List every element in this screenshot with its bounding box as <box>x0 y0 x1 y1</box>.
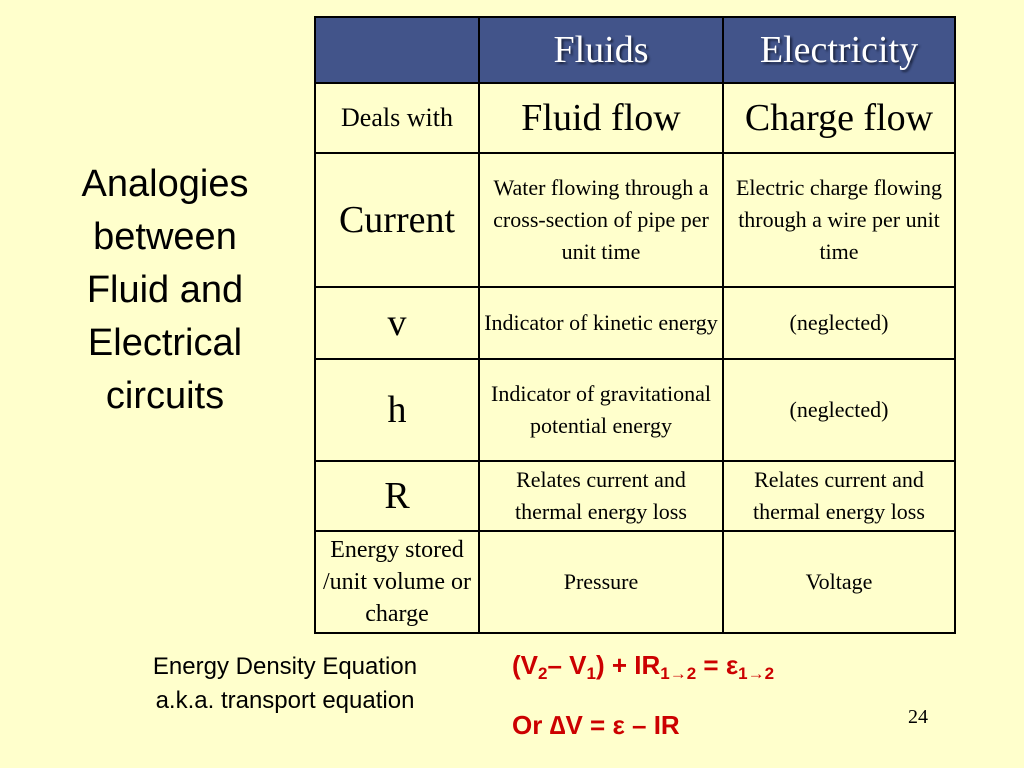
electricity-cell: (neglected) <box>722 358 956 462</box>
title-line: between <box>93 216 237 258</box>
fluids-cell: Relates current and thermal energy loss <box>478 460 724 532</box>
electricity-cell: Relates current and thermal energy loss <box>722 460 956 532</box>
table-row: Deals with Fluid flow Charge flow <box>314 82 956 154</box>
row-label: Deals with <box>314 82 480 154</box>
electricity-cell: Electric charge flowing through a wire p… <box>722 152 956 288</box>
eq1-sub: 1→2 <box>738 664 775 683</box>
page-number: 24 <box>908 706 928 728</box>
table-row: Current Water flowing through a cross-se… <box>314 152 956 288</box>
table-row: Energy stored /unit volume or charge Pre… <box>314 530 956 634</box>
eq1-sub: 1→2 <box>660 664 697 683</box>
title-line: Electrical <box>87 322 243 364</box>
title-line: circuits <box>105 375 225 417</box>
table-header-row: Fluids Electricity <box>314 16 956 84</box>
header-blank <box>314 16 480 84</box>
slide-title: Analogies between Fluid and Electrical c… <box>40 158 290 423</box>
caption-line-1: Energy Density Equation <box>152 653 418 680</box>
eq1-part: ) + IR <box>595 650 661 680</box>
electricity-cell: Voltage <box>722 530 956 634</box>
caption-line-2: a.k.a. transport equation <box>155 687 415 714</box>
fluids-cell: Pressure <box>478 530 724 634</box>
energy-density-caption: Energy Density Equation a.k.a. transport… <box>112 650 458 718</box>
row-label: h <box>314 358 480 462</box>
fluids-cell: Indicator of gravitational potential ene… <box>478 358 724 462</box>
equation-2: Or ∆V = ε – IR <box>512 710 680 740</box>
eq1-sub: 1 <box>586 664 596 683</box>
eq1-sub: 2 <box>538 664 548 683</box>
equation-1: (V2– V1) + IR1→2 = ε1→2 <box>512 650 774 684</box>
row-label: Current <box>314 152 480 288</box>
title-line: Fluid and <box>86 269 244 311</box>
table-row: v Indicator of kinetic energy (neglected… <box>314 286 956 360</box>
eq1-part: – V <box>547 650 587 680</box>
eq1-part: (V <box>512 650 538 680</box>
electricity-cell: Charge flow <box>722 82 956 154</box>
analogy-table: Fluids Electricity Deals with Fluid flow… <box>314 16 956 634</box>
row-label: Energy stored /unit volume or charge <box>314 530 480 634</box>
title-line: Analogies <box>81 163 249 205</box>
header-electricity: Electricity <box>722 16 956 84</box>
fluids-cell: Water flowing through a cross-section of… <box>478 152 724 288</box>
eq1-part: = ε <box>696 650 739 680</box>
electricity-cell: (neglected) <box>722 286 956 360</box>
fluids-cell: Indicator of kinetic energy <box>478 286 724 360</box>
row-label: R <box>314 460 480 532</box>
table-row: h Indicator of gravitational potential e… <box>314 358 956 462</box>
header-fluids: Fluids <box>478 16 724 84</box>
fluids-cell: Fluid flow <box>478 82 724 154</box>
row-label: v <box>314 286 480 360</box>
table-row: R Relates current and thermal energy los… <box>314 460 956 532</box>
